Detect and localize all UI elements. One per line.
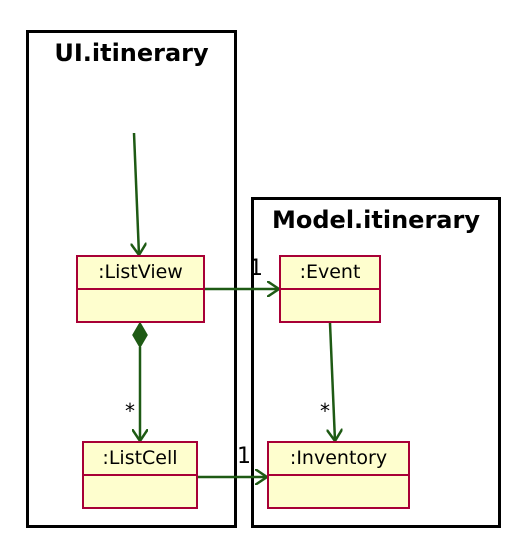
multiplicity-event: 1: [249, 256, 263, 281]
class-listcell-divider: [84, 474, 196, 476]
composition-diamond: [132, 321, 148, 349]
class-listcell[interactable]: :ListCell: [82, 441, 198, 509]
class-inventory-divider: [269, 474, 408, 476]
package-model-itinerary-title: Model.itinerary: [272, 206, 480, 234]
class-listcell-name: :ListCell: [102, 447, 178, 469]
multiplicity-listcell: *: [125, 399, 135, 423]
multiplicity-inventory-from-event: *: [320, 399, 330, 423]
multiplicity-inventory-from-listcell: 1: [237, 444, 251, 469]
class-listview-divider: [78, 288, 203, 290]
class-listview-name: :ListView: [98, 261, 183, 283]
class-event[interactable]: :Event: [279, 255, 381, 323]
package-ui-itinerary-title: UI.itinerary: [54, 39, 209, 67]
class-listview[interactable]: :ListView: [76, 255, 205, 323]
class-inventory[interactable]: :Inventory: [267, 441, 410, 509]
edge-event-inventory: [330, 322, 335, 441]
class-event-name: :Event: [299, 261, 361, 283]
class-inventory-name: :Inventory: [289, 447, 388, 469]
entry-arrow: [134, 132, 139, 255]
class-event-divider: [281, 288, 379, 290]
